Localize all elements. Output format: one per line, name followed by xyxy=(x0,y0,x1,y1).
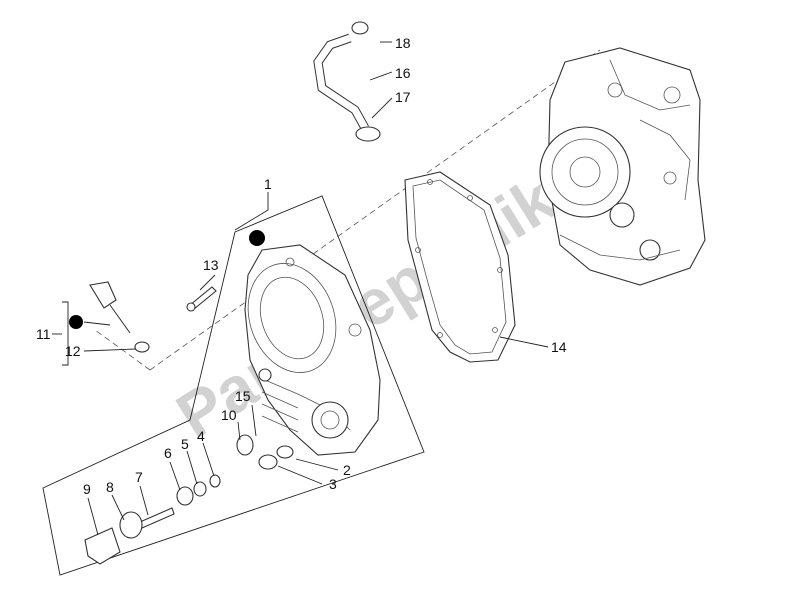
callout-8: 8 xyxy=(106,479,114,495)
gasket xyxy=(404,171,516,363)
callout-12: 12 xyxy=(65,343,81,359)
callout-14: 14 xyxy=(551,339,567,355)
callout-4: 4 xyxy=(197,428,205,444)
water-pump-parts xyxy=(84,434,294,565)
callout-1: 1 xyxy=(264,176,272,192)
engine-block xyxy=(539,47,706,286)
callout-3: 3 xyxy=(329,476,337,492)
callout-13: 13 xyxy=(203,257,219,273)
callout-labels: 1 2 3 4 5 6 7 8 9 10 11 12 13 14 15 16 1… xyxy=(36,35,567,497)
callout-6: 6 xyxy=(164,445,172,461)
group-outline-cover xyxy=(42,195,425,576)
dipstick xyxy=(89,281,150,353)
callout-18: 18 xyxy=(395,35,411,51)
callout-15: 15 xyxy=(235,388,251,404)
assembly-guide-lines xyxy=(94,49,601,371)
callout-9: 9 xyxy=(83,481,91,497)
marker-dot-1 xyxy=(249,230,265,246)
bolt xyxy=(186,286,217,312)
callout-16: 16 xyxy=(395,65,411,81)
callout-17: 17 xyxy=(395,89,411,105)
crankcase-cover xyxy=(244,244,381,456)
callout-10: 10 xyxy=(221,407,237,423)
callout-7: 7 xyxy=(135,469,143,485)
callout-2: 2 xyxy=(343,462,351,478)
callout-5: 5 xyxy=(181,436,189,452)
leader-lines xyxy=(52,41,549,536)
callout-11: 11 xyxy=(36,326,51,342)
breather-hose xyxy=(313,21,381,142)
marker-dot-11 xyxy=(69,315,83,329)
